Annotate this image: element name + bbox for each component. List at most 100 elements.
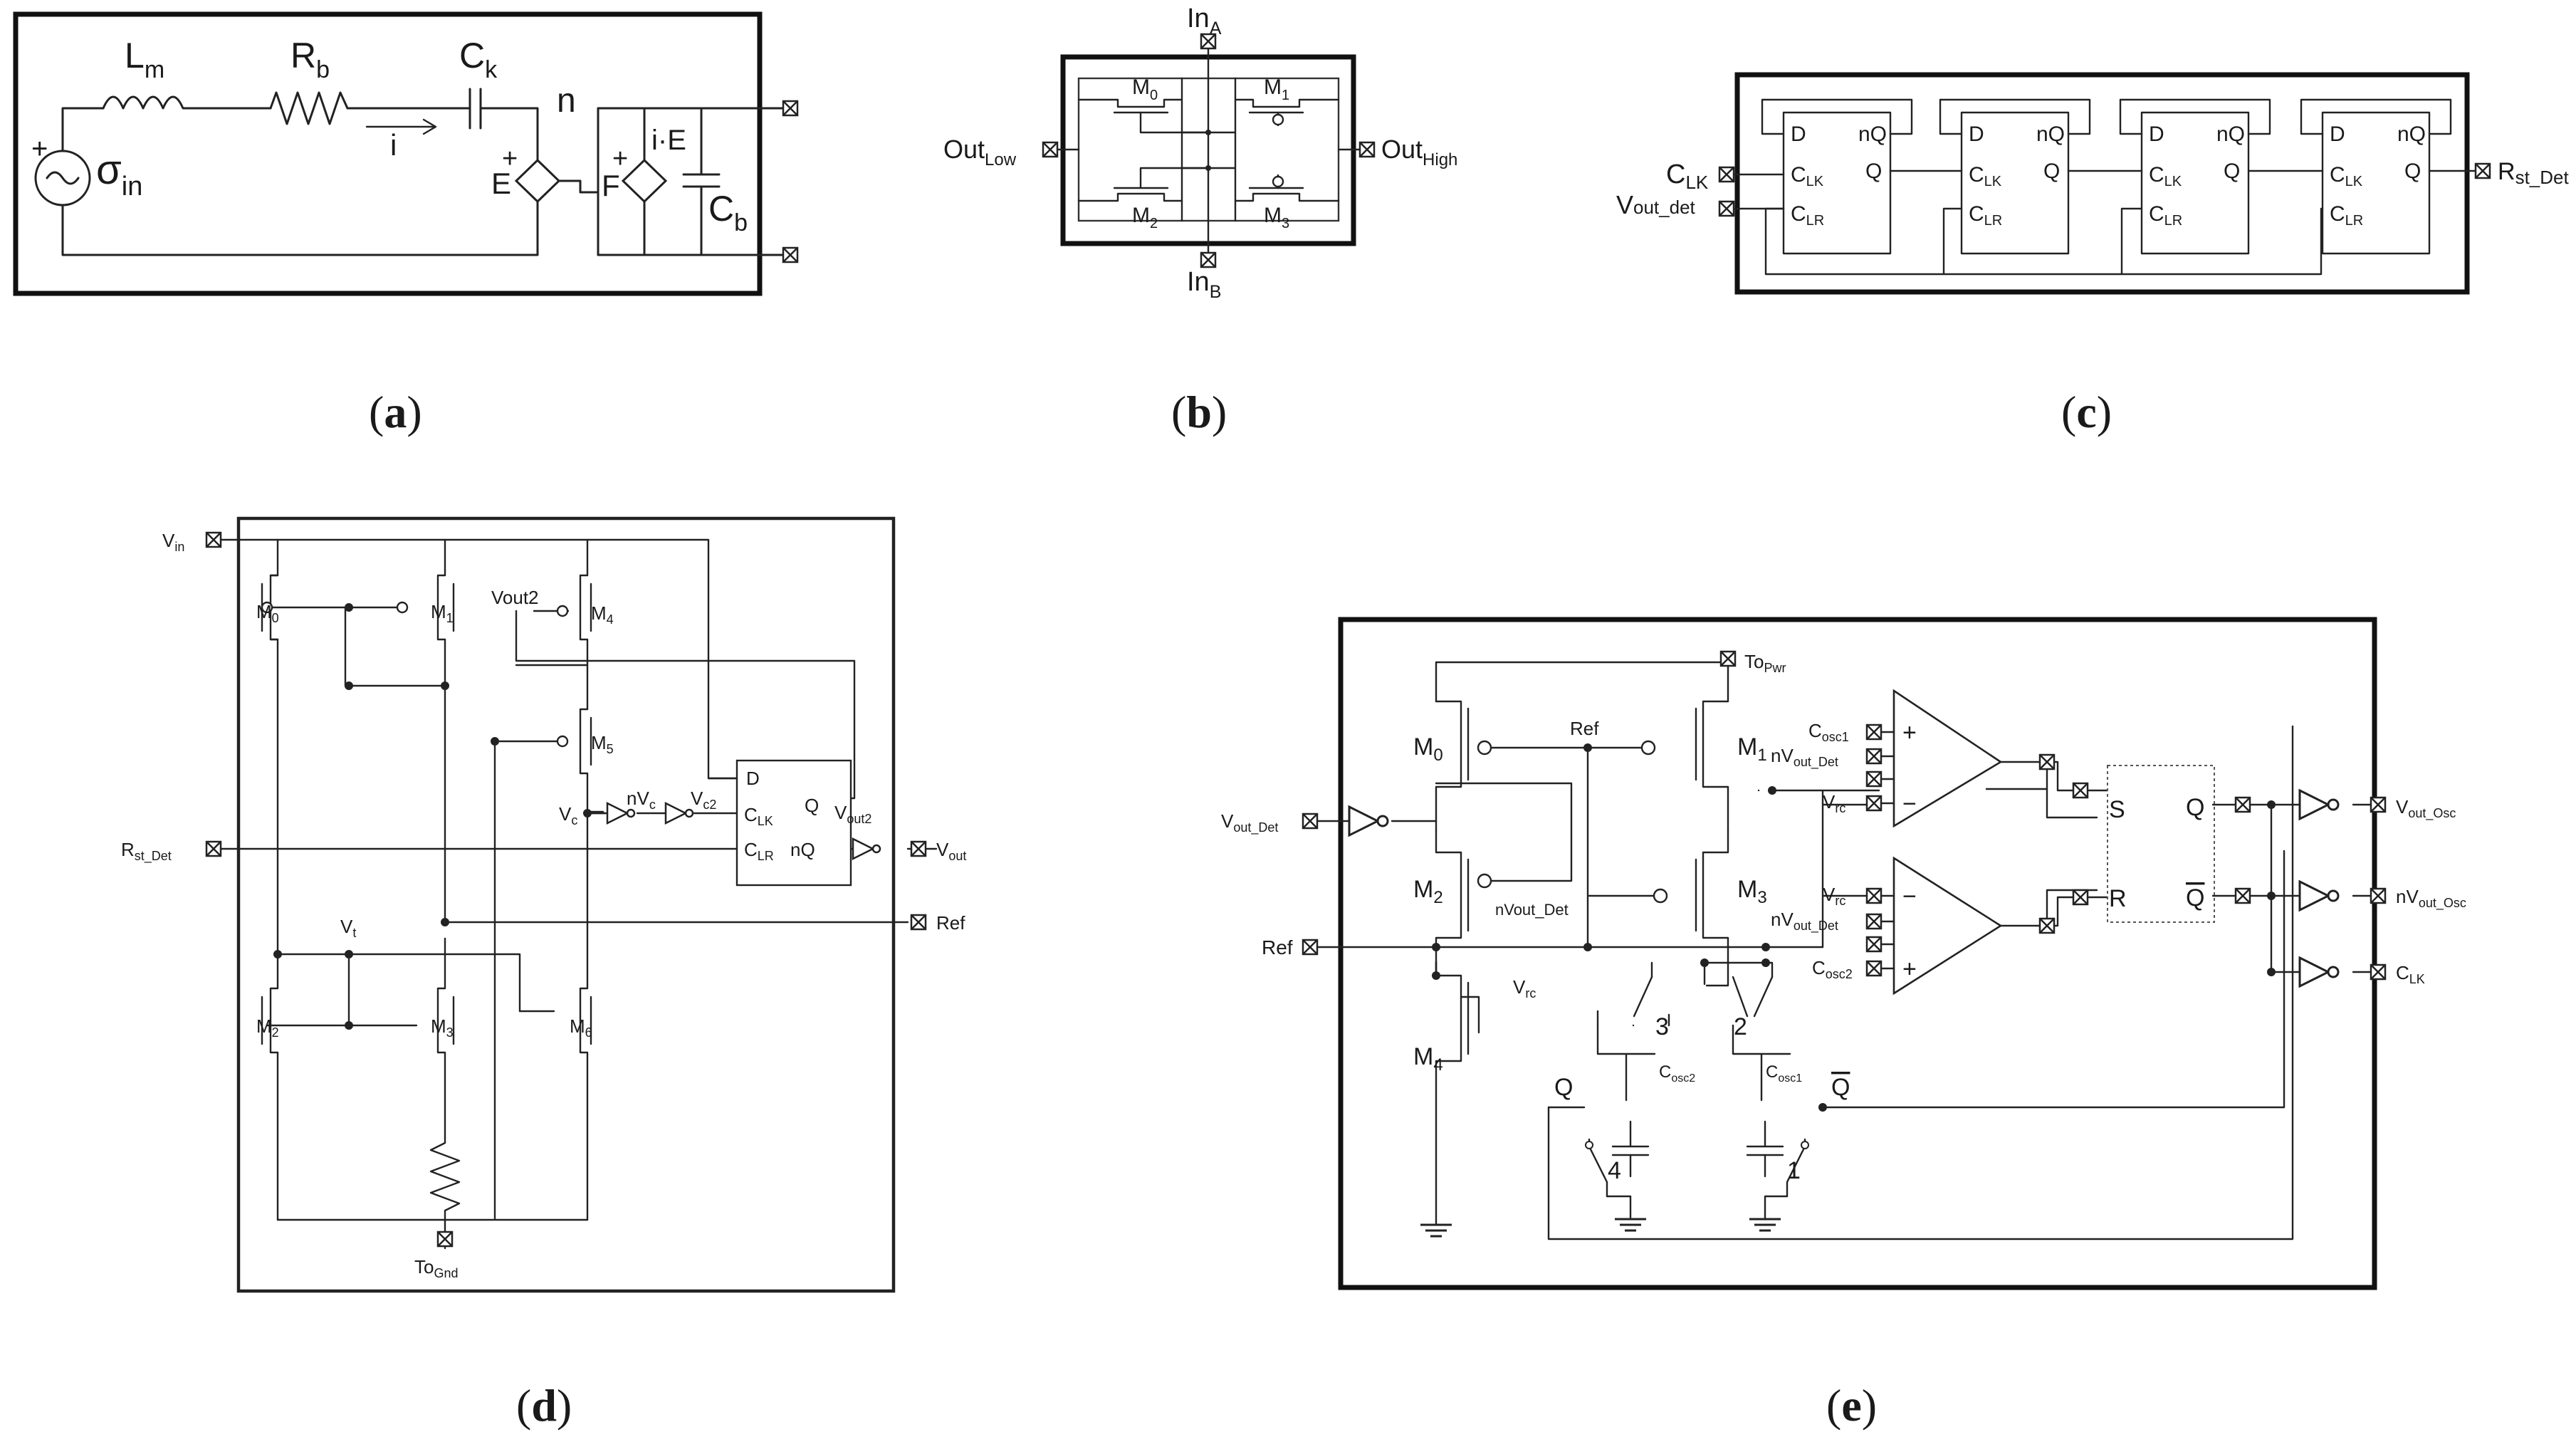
panel-b: InA InB OutLow OutHigh M0 M1 M2 M3 (b) — [943, 4, 1457, 437]
port-icon — [1865, 795, 1883, 812]
svg-text:CLR: CLR — [1969, 202, 2002, 229]
panel-a: + σin Lm Rb i Ck + E n + F i·E Cb (a) — [13, 11, 799, 437]
inverter-icon — [1348, 805, 1389, 837]
sr-latch — [2107, 765, 2215, 923]
svg-text:Q: Q — [2186, 884, 2204, 911]
port-icon — [1865, 887, 1883, 904]
port-icon — [2038, 753, 2056, 770]
svg-text:M3: M3 — [1737, 876, 1767, 907]
port-icon — [1302, 813, 1319, 830]
port-icon — [1718, 166, 1735, 183]
comparator-bottom — [1892, 856, 2003, 996]
svg-text:Q: Q — [2224, 160, 2240, 183]
m3-label: M3 — [1264, 204, 1289, 231]
dependent-source-f-icon — [621, 158, 668, 204]
svg-text:Vt: Vt — [340, 916, 356, 940]
panel-e-frame — [1338, 617, 2377, 1290]
svg-text:M0: M0 — [256, 601, 279, 625]
svg-text:2: 2 — [1734, 1013, 1747, 1040]
svg-text:D: D — [1791, 122, 1806, 146]
node-n-label: n — [557, 82, 576, 120]
rst-det-label: Rst_Det — [2498, 158, 2569, 188]
flip-flop-chain — [1729, 98, 2481, 276]
port-icon — [436, 1231, 454, 1248]
out-low-label: OutLow — [943, 135, 1017, 169]
svg-text:Cosc1: Cosc1 — [1766, 1062, 1802, 1085]
vout-det-label: Vout_det — [1616, 190, 1696, 219]
panel-d-caption: (d) — [516, 1380, 572, 1431]
port-icon — [1719, 650, 1737, 667]
port-icon — [2072, 889, 2089, 906]
port-icon — [910, 914, 927, 931]
ie-label: i·E — [651, 125, 686, 156]
port-icon — [205, 840, 222, 857]
svg-text:CLR: CLR — [2330, 202, 2363, 229]
svg-text:Cosc2: Cosc2 — [1812, 957, 1853, 981]
clk-label: CLK — [1666, 160, 1709, 193]
svg-text:Vrc: Vrc — [1823, 884, 1845, 908]
svg-text:Vout2: Vout2 — [491, 587, 539, 608]
port-icon — [782, 246, 799, 263]
svg-text:−: − — [1902, 883, 1917, 910]
panel-a-frame — [13, 11, 763, 296]
comparator-top — [1892, 689, 2003, 828]
m1-label: M1 — [1264, 75, 1289, 103]
port-icon — [1200, 251, 1217, 268]
svg-text:nQ: nQ — [2036, 122, 2065, 146]
e-label: E — [491, 167, 511, 200]
svg-text:Vin: Vin — [162, 530, 184, 554]
panel-c-caption: (c) — [2061, 387, 2112, 437]
svg-text:Vout_Osc: Vout_Osc — [2396, 796, 2456, 821]
svg-text:CLR: CLR — [744, 839, 774, 863]
svg-text:Ref: Ref — [936, 912, 965, 934]
svg-text:R: R — [2109, 885, 2127, 912]
in-b-label: InB — [1187, 267, 1221, 302]
port-icon — [1302, 939, 1319, 956]
svg-text:M1: M1 — [431, 601, 454, 625]
svg-text:Q: Q — [805, 795, 819, 816]
svg-text:Vrc: Vrc — [1513, 976, 1536, 1000]
svg-text:nVout_Osc: nVout_Osc — [2396, 886, 2466, 911]
m2-label: M2 — [1132, 204, 1158, 231]
svg-text:nQ: nQ — [1858, 122, 1887, 146]
port-icon — [1865, 960, 1883, 977]
inverter-icon — [2298, 956, 2340, 988]
source-plus-label: + — [31, 133, 48, 164]
port-icon — [782, 100, 799, 117]
svg-text:nVout_Det: nVout_Det — [1495, 901, 1569, 919]
svg-text:M0: M0 — [1413, 733, 1443, 765]
svg-text:Vout2: Vout2 — [834, 802, 871, 826]
pmos-bubble-icon — [1272, 113, 1284, 126]
svg-text:nVc: nVc — [627, 788, 656, 812]
cb-label: Cb — [708, 189, 748, 236]
svg-text:nQ: nQ — [2216, 122, 2245, 146]
svg-text:Ref: Ref — [1570, 718, 1599, 739]
svg-text:CLR: CLR — [1791, 202, 1824, 229]
f-plus-label: + — [612, 144, 628, 174]
port-icon — [2072, 782, 2089, 799]
port-icon — [1865, 936, 1883, 953]
svg-text:Vrc: Vrc — [1823, 791, 1845, 815]
svg-text:Q: Q — [2186, 794, 2204, 821]
port-icon — [2038, 917, 2056, 934]
panel-a-caption: (a) — [369, 387, 422, 437]
svg-text:Q: Q — [1831, 1074, 1850, 1101]
panel-d-frame — [236, 516, 896, 1293]
sigma-label: σin — [96, 147, 142, 202]
port-icon — [2234, 887, 2251, 904]
port-icon — [1718, 200, 1735, 217]
m0-label: M0 — [1132, 75, 1158, 103]
svg-text:Rst_Det: Rst_Det — [121, 839, 172, 864]
svg-text:nQ: nQ — [2397, 122, 2426, 146]
svg-text:4: 4 — [1608, 1157, 1621, 1184]
port-icon — [2234, 796, 2251, 813]
panel-e-caption: (e) — [1826, 1380, 1877, 1431]
svg-text:D: D — [746, 768, 760, 789]
svg-text:M3: M3 — [431, 1015, 454, 1040]
panel-c-frame — [1734, 72, 2470, 295]
svg-text:nQ: nQ — [790, 839, 815, 860]
flip-flop-d — [735, 759, 852, 887]
svg-text:Q: Q — [1865, 160, 1882, 183]
